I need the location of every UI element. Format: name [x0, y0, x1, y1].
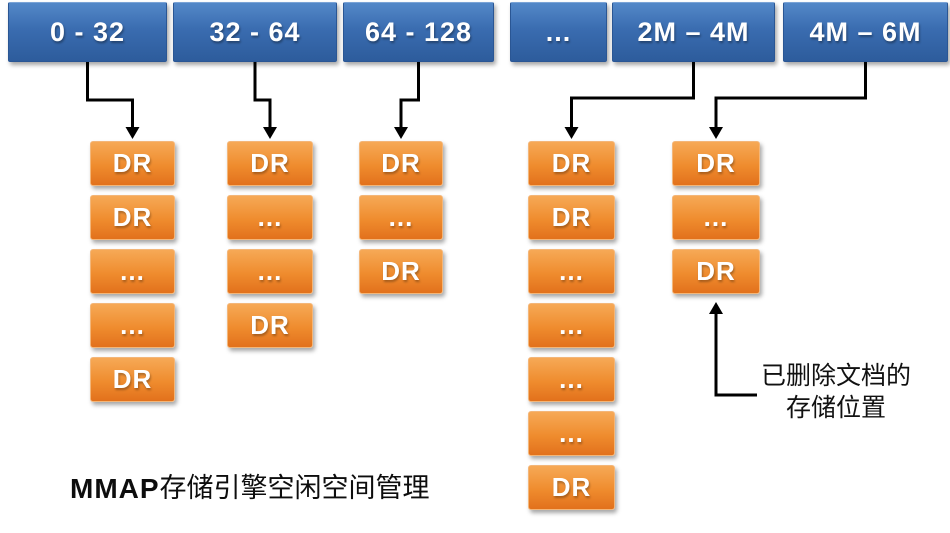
diagram-caption: MMAP存储引擎空闲空间管理	[70, 466, 430, 505]
dr-cell: ...	[528, 249, 615, 294]
bucket-label: 2M – 4M	[637, 16, 750, 47]
dr-cell: ...	[528, 357, 615, 402]
dr-cell: ...	[528, 411, 615, 456]
dr-cell: DR	[90, 141, 175, 186]
bucket-4m-6m: 4M – 6M	[783, 2, 948, 62]
dr-cell: ...	[90, 303, 175, 348]
dr-column-0-32: DR DR ... ... DR	[90, 141, 175, 402]
dr-cell: DR	[90, 357, 175, 402]
bucket-label: 64 - 128	[364, 16, 473, 47]
bucket-label: 0 - 32	[49, 16, 126, 47]
bucket-label: ...	[545, 16, 572, 47]
dr-cell: DR	[528, 141, 615, 186]
bucket-label: 4M – 6M	[809, 16, 922, 47]
annotation-line2: 存储位置	[785, 395, 886, 422]
arrow-bucket2-to-column2	[253, 62, 277, 139]
dr-cell: ...	[528, 303, 615, 348]
dr-cell: DR	[359, 249, 443, 294]
bucket-label: 32 - 64	[209, 16, 301, 47]
arrow-bucket6-to-column5	[709, 62, 867, 139]
dr-cell: ...	[359, 195, 443, 240]
dr-cell: DR	[227, 141, 313, 186]
dr-cell: DR	[90, 195, 175, 240]
dr-column-64-128: DR ... DR	[359, 141, 443, 294]
arrow-annotation-to-dr-cell	[709, 302, 757, 397]
dr-cell: ...	[90, 249, 175, 294]
dr-cell: ...	[672, 195, 760, 240]
annotation-line1: 已删除文档的	[760, 363, 911, 390]
bucket-2m-4m: 2M – 4M	[612, 2, 775, 62]
dr-cell: DR	[672, 249, 760, 294]
arrow-bucket3-to-column3	[394, 62, 420, 139]
dr-cell: ...	[227, 195, 313, 240]
dr-cell: ...	[227, 249, 313, 294]
dr-cell: DR	[359, 141, 443, 186]
bucket-32-64: 32 - 64	[173, 2, 337, 62]
arrow-bucket1-to-column1	[86, 62, 140, 139]
bucket-ellipsis: ...	[510, 2, 607, 62]
dr-column-32-64: DR ... ... DR	[227, 141, 313, 348]
deleted-doc-annotation: 已删除文档的 存储位置	[758, 361, 914, 425]
caption-text: 存储引擎空闲空间管理	[159, 473, 430, 503]
dr-column-2m-4m: DR DR ... ... ... ... DR	[528, 141, 615, 510]
dr-cell: DR	[227, 303, 313, 348]
bucket-64-128: 64 - 128	[343, 2, 494, 62]
dr-column-4m-6m: DR ... DR	[672, 141, 760, 294]
caption-prefix: MMAP	[70, 473, 160, 504]
dr-cell: DR	[528, 195, 615, 240]
dr-cell: DR	[672, 141, 760, 186]
dr-cell: DR	[528, 465, 615, 510]
arrow-bucket5-to-column4	[564, 62, 695, 139]
bucket-0-32: 0 - 32	[8, 2, 167, 62]
